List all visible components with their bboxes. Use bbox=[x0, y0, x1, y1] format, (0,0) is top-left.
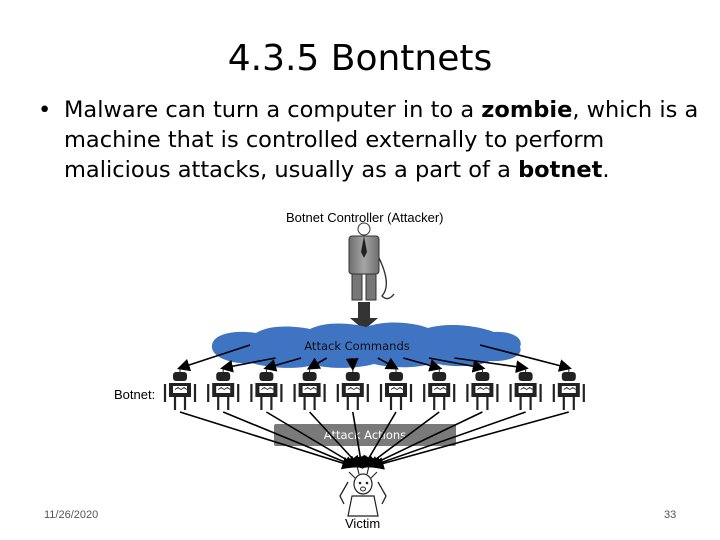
bot-head bbox=[475, 372, 489, 381]
zombie-bot bbox=[424, 369, 454, 410]
attacker-arm-cable bbox=[379, 258, 394, 299]
zombie-bot bbox=[251, 369, 281, 410]
zombie-bot bbox=[295, 369, 325, 410]
controller-label: Botnet Controller (Attacker) bbox=[286, 210, 444, 225]
footer-date: 11/26/2020 bbox=[44, 509, 98, 521]
bot-head bbox=[303, 372, 317, 381]
victim-label: Victim bbox=[345, 516, 380, 531]
botnet-bots bbox=[165, 369, 584, 410]
bot-head bbox=[432, 372, 446, 381]
zombie-bot bbox=[338, 369, 368, 410]
zombie-bot bbox=[511, 369, 541, 410]
victim-eye bbox=[366, 482, 369, 485]
command-arrow-line bbox=[352, 358, 353, 368]
victim-figure bbox=[340, 466, 386, 516]
bot-head bbox=[173, 372, 187, 381]
zombie-bot bbox=[467, 369, 497, 410]
attacker-leg-left bbox=[352, 274, 362, 300]
zombie-bot bbox=[554, 369, 584, 410]
zombie-bot bbox=[208, 369, 238, 410]
zombie-bot bbox=[165, 369, 195, 410]
bot-head bbox=[519, 372, 533, 381]
bot-head bbox=[562, 372, 576, 381]
commands-label: Attack Commands bbox=[304, 339, 409, 353]
bot-head bbox=[216, 372, 230, 381]
victim-body bbox=[348, 496, 378, 516]
zombie-bot bbox=[381, 369, 411, 410]
bot-head bbox=[389, 372, 403, 381]
bot-head bbox=[346, 372, 360, 381]
bot-head bbox=[259, 372, 273, 381]
page-number: 33 bbox=[664, 509, 676, 521]
attacker-leg-right bbox=[366, 274, 376, 300]
victim-eye bbox=[359, 482, 362, 485]
botnet-label: Botnet: bbox=[114, 387, 155, 402]
attacker-figure bbox=[349, 223, 394, 300]
